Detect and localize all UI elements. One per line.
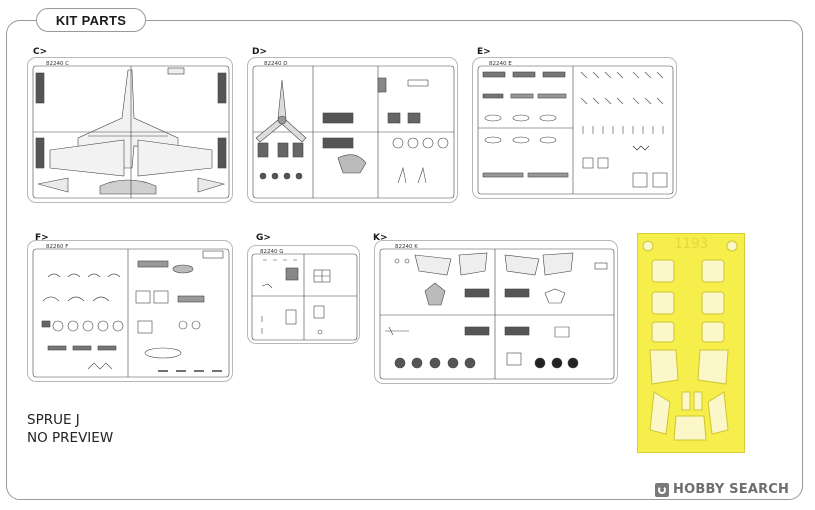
sprue-g-image: 82240 G <box>247 245 360 344</box>
sprue-d-drawing <box>252 65 455 199</box>
sprue-k-code: 82240 K <box>395 244 418 250</box>
hobby-search-watermark: HOBBY SEARCH <box>655 482 789 497</box>
canopy-mask-sheet: 1193 <box>637 233 745 453</box>
sprue-g-code: 82240 G <box>260 249 284 255</box>
sprue-e-code: 82240 E <box>489 61 512 67</box>
sprue-e-image: 82240 E <box>472 57 677 199</box>
sprue-k-drawing <box>379 248 615 380</box>
sprue-c-code: 82240 C <box>46 61 70 67</box>
page-title: KIT PARTS <box>55 12 127 28</box>
sprue-f-image: 82260 F <box>27 240 233 382</box>
sprue-f-label: F> <box>35 233 49 243</box>
hobby-search-logo-icon <box>655 482 669 497</box>
sprue-f-drawing <box>32 248 230 378</box>
sprue-c-image: 82240 C <box>27 57 233 203</box>
sprue-k-label: K> <box>373 233 388 243</box>
mask-number: 1193 <box>674 236 708 252</box>
sprue-g-drawing <box>251 253 358 341</box>
sprue-g-label: G> <box>256 233 271 243</box>
sprue-e-label: E> <box>477 47 491 57</box>
sprue-f-code: 82260 F <box>46 244 69 250</box>
watermark-text: HOBBY SEARCH <box>673 482 790 497</box>
sprue-c-label: C> <box>33 47 48 57</box>
sprue-j-note: SPRUE J <box>27 412 80 428</box>
no-preview-note: NO PREVIEW <box>27 430 114 446</box>
sprue-d-code: 82240 D <box>264 61 288 67</box>
kit-parts-panel <box>6 20 803 500</box>
sprue-c-drawing <box>32 65 230 199</box>
kit-parts-header: KIT PARTS <box>36 8 146 32</box>
sprue-d-image: 82240 D <box>247 57 458 203</box>
sprue-d-label: D> <box>252 47 268 57</box>
sprue-k-image: 82240 K <box>374 240 618 384</box>
mask-sheet-drawing <box>642 240 738 441</box>
sprue-e-drawing <box>477 65 674 195</box>
